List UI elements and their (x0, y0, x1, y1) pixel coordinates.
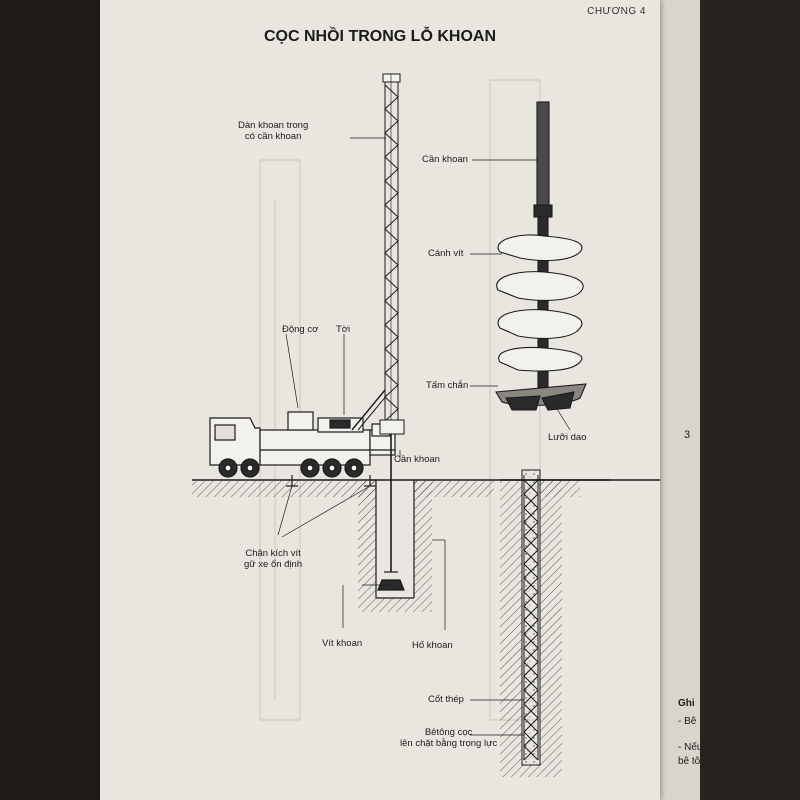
drill-mast (351, 73, 405, 435)
right-page-fragment: - Bê (678, 716, 697, 727)
drilling-truck (209, 411, 396, 487)
background-right (700, 0, 800, 800)
label-cutting-blade: Lưỡi dao (548, 432, 587, 443)
chapter-header: CHƯƠNG 4 (587, 6, 646, 17)
background-ghost-lines (259, 79, 541, 721)
auger-detail (495, 101, 587, 411)
label-auger-bit: Vít khoan (322, 638, 363, 649)
label-borehole: Hố khoan (412, 640, 453, 651)
label-winch: Tời (336, 324, 351, 335)
right-page-fragment: Ghi (678, 698, 695, 709)
label-auger-flight: Cánh vít (428, 248, 464, 259)
page-title: CỌC NHỒI TRONG LỖ KHOAN (264, 28, 496, 45)
pile-diagram (192, 73, 660, 777)
right-page-fragment: 3 (684, 429, 691, 441)
right-pile (500, 469, 562, 777)
label-drill-rod-bottom: Cần khoan (394, 454, 440, 465)
right-page: 3 Ghi - Bê - Nếu bê tô (660, 0, 700, 800)
book-page: CHƯƠNG 4 CỌC NHỒI TRONG LỖ KHOAN (100, 0, 660, 800)
label-engine: Động cơ (282, 324, 319, 335)
label-shield-plate: Tấm chắn (426, 380, 469, 391)
right-page-fragment: - Nếu (678, 742, 700, 753)
left-borehole (358, 434, 432, 612)
leader-lines (277, 137, 571, 736)
label-drill-rod-top: Cần khoan (422, 154, 468, 165)
label-rebar-cage: Cốt thép (428, 694, 464, 705)
right-page-fragment: bê tô (678, 756, 700, 767)
